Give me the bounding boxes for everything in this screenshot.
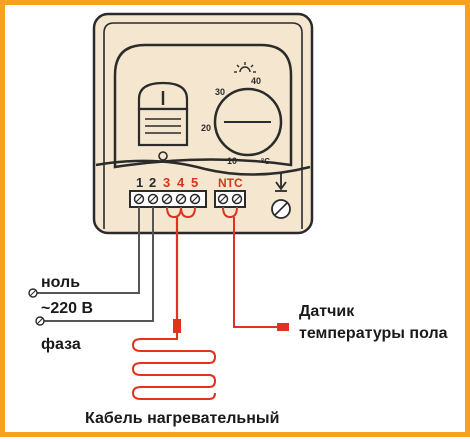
dial-scale-40: 40 <box>251 76 261 86</box>
sensor-wire-fork <box>222 206 238 219</box>
terminal-block-ntc <box>214 190 246 208</box>
neutral-label: ноль <box>41 274 80 291</box>
sensor-wire <box>233 217 277 328</box>
diagram-canvas: 30 40 20 10 °C 1 2 3 4 5 NTC <box>28 12 448 427</box>
terminal-5-label: 5 <box>191 175 198 190</box>
floor-sensor-probe <box>277 323 289 331</box>
cable-label: Кабель нагревательный <box>85 410 279 427</box>
sensor-label-line1: Датчик <box>299 303 355 320</box>
phase-label: фаза <box>41 336 81 353</box>
neutral-wire <box>37 207 140 294</box>
dial-scale-10: 10 <box>227 156 237 166</box>
neutral-terminal-icon <box>28 288 38 298</box>
thermostat-inner-frame <box>103 22 303 229</box>
power-switch <box>137 81 189 161</box>
voltage-label: ~220 В <box>41 300 93 317</box>
cable-coupling <box>173 319 181 333</box>
terminal-3-label: 3 <box>163 175 170 190</box>
terminal-4-label: 4 <box>177 175 185 190</box>
dial-unit: °C <box>261 157 270 166</box>
terminal-2-label: 2 <box>149 175 156 190</box>
panel-edge-wave <box>95 159 311 176</box>
ground-screw <box>271 199 291 219</box>
terminal-1-label: 1 <box>136 175 143 190</box>
phase-wire <box>44 207 154 322</box>
dial-scale-30: 30 <box>215 87 225 97</box>
temperature-dial <box>213 87 283 157</box>
terminal-block-main <box>129 190 207 208</box>
ntc-label: NTC <box>218 176 243 190</box>
ground-icon <box>275 173 287 192</box>
heating-cable-coil <box>131 333 217 400</box>
sensor-label-line2: температуры пола <box>299 325 448 342</box>
phase-terminal-icon <box>35 316 45 326</box>
cable-wire-fork <box>166 206 196 219</box>
dial-scale-20: 20 <box>201 123 211 133</box>
sun-icon <box>234 62 256 73</box>
